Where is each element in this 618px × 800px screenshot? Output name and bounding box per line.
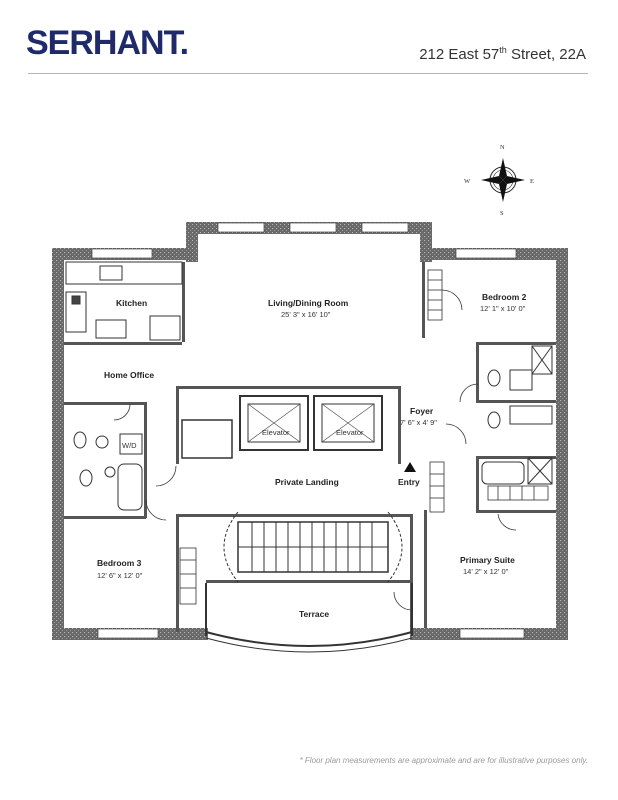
room-terrace-label: Terrace — [299, 609, 329, 619]
address-tail: Street, 22A — [506, 46, 586, 63]
entry-marker-icon — [404, 462, 416, 472]
compass-south: S — [500, 210, 504, 217]
property-address: 212 East 57th Street, 22A — [419, 45, 586, 63]
room-entry-label: Entry — [398, 477, 420, 487]
elevator-bank — [181, 395, 383, 459]
room-bedroom3-dim: 12' 6" x 12' 0" — [97, 571, 143, 580]
room-bedroom2-label: Bedroom 2 — [482, 292, 527, 302]
elevator-right-label: Elevator — [336, 428, 364, 437]
address-main: 212 East 57 — [419, 46, 500, 63]
closets — [179, 269, 549, 605]
header-divider — [28, 73, 588, 74]
windows — [91, 222, 525, 639]
room-bedroom3-label: Bedroom 3 — [97, 558, 142, 568]
room-foyer-label: Foyer — [410, 406, 434, 416]
room-private-landing-label: Private Landing — [275, 477, 339, 487]
room-home-office-label: Home Office — [104, 370, 154, 380]
terrace-outline — [205, 583, 413, 653]
washer-dryer-label: W/D — [122, 441, 137, 450]
door-swings — [113, 289, 517, 611]
address-ordinal: th — [499, 45, 507, 55]
compass-north: N — [500, 144, 505, 151]
compass-west: W — [464, 178, 471, 185]
room-primary-suite-label: Primary Suite — [460, 555, 515, 565]
staircase — [223, 511, 403, 583]
exterior-walls — [52, 222, 568, 640]
room-foyer-dim: 7' 6" x 4' 9" — [400, 418, 437, 427]
elevator-left-label: Elevator — [262, 428, 290, 437]
compass-east: E — [530, 178, 534, 185]
bath-fixtures — [73, 345, 553, 511]
room-living-label: Living/Dining Room — [268, 298, 349, 308]
room-primary-suite-dim: 14' 2" x 12' 0" — [463, 567, 509, 576]
compass-rose: N S E W — [464, 144, 534, 217]
disclaimer-note: * Floor plan measurements are approximat… — [299, 756, 588, 765]
brand-logo: SERHANT. — [26, 24, 189, 62]
kitchen-fixtures — [65, 261, 183, 341]
room-kitchen-label: Kitchen — [116, 298, 147, 308]
interior-walls — [64, 262, 556, 632]
room-living-dim: 25' 3" x 16' 10" — [281, 310, 331, 319]
room-bedroom2-dim: 12' 1" x 10' 0" — [480, 304, 526, 313]
